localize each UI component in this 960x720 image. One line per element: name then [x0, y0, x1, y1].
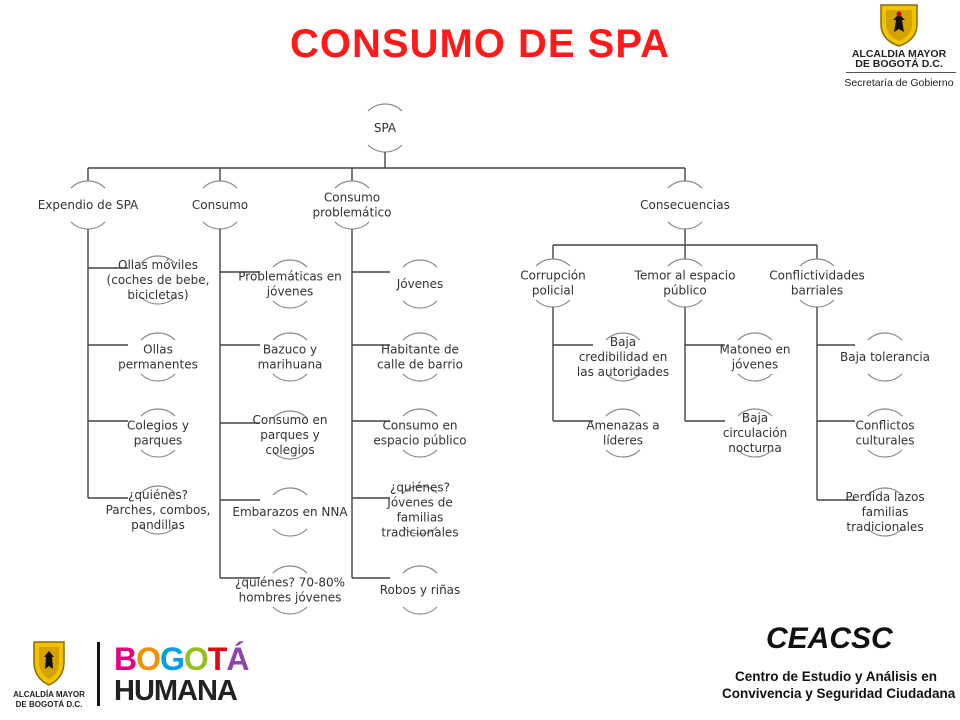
node-2-4-arcs — [402, 565, 438, 615]
node-root-label: SPA — [374, 121, 397, 135]
node-cons-2-1-arcs — [867, 408, 903, 458]
bogota-word: BOGOTÁ — [114, 641, 249, 677]
coat-of-arms-icon — [880, 4, 918, 47]
bogota-letter: B — [114, 641, 137, 677]
footer-logo-line1: ALCALDÍA MAYOR — [13, 690, 85, 699]
node-cons-2-0-arcs — [867, 332, 903, 382]
node-0-2-arcs — [140, 408, 176, 458]
node-cons-0-1-arcs — [605, 408, 641, 458]
node-2-1-arcs — [402, 332, 438, 382]
node-0-1-arcs — [140, 332, 176, 382]
node-1-3-arcs — [272, 487, 308, 537]
alcaldia-line1: ALCALDIA MAYOR — [851, 48, 947, 60]
bogota-letter: G — [160, 641, 185, 677]
footer-logo-line2: DE BOGOTÁ D.C. — [15, 700, 83, 709]
alcaldia-footer-logo: ALCALDÍA MAYOR DE BOGOTÁ D.C. — [8, 638, 90, 720]
bogota-letter: O — [136, 641, 161, 677]
node-cons-1-1-arcs — [737, 408, 773, 458]
node-0-3-label: ¿quiénes?Parches, combos,pandillas — [106, 488, 211, 532]
node-1-3-label: Embarazos en NNA — [232, 505, 348, 519]
node-branch-0-label: Expendio de SPA — [38, 198, 139, 212]
alcaldia-line2: DE BOGOTÁ D.C. — [855, 58, 943, 70]
secretaria-label: Secretaría de Gobierno — [844, 77, 954, 89]
center-name-line2: Convivencia y Seguridad Ciudadana — [722, 686, 956, 701]
node-0-0-label: Ollas móviles(coches de bebe,bicicletas) — [107, 258, 210, 302]
node-0-0-arcs — [140, 255, 176, 305]
node-cons-2-2-arcs — [867, 487, 903, 537]
node-1-4-label: ¿quiénes? 70-80%hombres jóvenes — [235, 576, 345, 605]
node-0-3-arcs — [140, 485, 176, 535]
bogota-humana-logo: BOGOTÁ HUMANA — [114, 640, 249, 710]
node-2-0-label: Jóvenes — [396, 277, 444, 291]
node-2-3-arcs — [402, 485, 438, 535]
humana-word: HUMANA — [114, 675, 238, 707]
node-2-4-label: Robos y riñas — [380, 583, 461, 597]
alcaldia-header-logo: ALCALDIA MAYOR DE BOGOTÁ D.C. Secretaría… — [838, 2, 960, 92]
node-2-2-arcs — [402, 408, 438, 458]
logo-divider — [846, 72, 956, 73]
node-1-0-arcs — [272, 259, 308, 309]
node-1-4-arcs — [272, 565, 308, 615]
bogota-letter: O — [183, 641, 209, 677]
spa-tree-diagram: SPA Expendio de SPA Ollas móviles(coches d… — [38, 103, 930, 615]
node-2-0-arcs — [402, 259, 438, 309]
page-title: CONSUMO DE SPA — [290, 22, 670, 66]
footer-coat-of-arms-icon — [33, 641, 65, 686]
node-branch-3-label: Consecuencias — [640, 198, 730, 212]
bogota-letter: T — [207, 641, 228, 677]
node-cons-2-0-label: Baja tolerancia — [840, 350, 930, 364]
node-cons-1-0-arcs — [737, 332, 773, 382]
bogota-letter: Á — [226, 641, 249, 677]
node-branch-1-label: Consumo — [192, 198, 248, 212]
center-name-line1: Centro de Estudio y Análisis en — [735, 669, 938, 684]
node-cons-0-0-arcs — [605, 332, 641, 382]
node-1-2-arcs — [272, 410, 308, 460]
ceacsc-label: CEACSC — [766, 622, 893, 655]
footer-divider — [97, 642, 100, 706]
node-1-1-arcs — [272, 332, 308, 382]
